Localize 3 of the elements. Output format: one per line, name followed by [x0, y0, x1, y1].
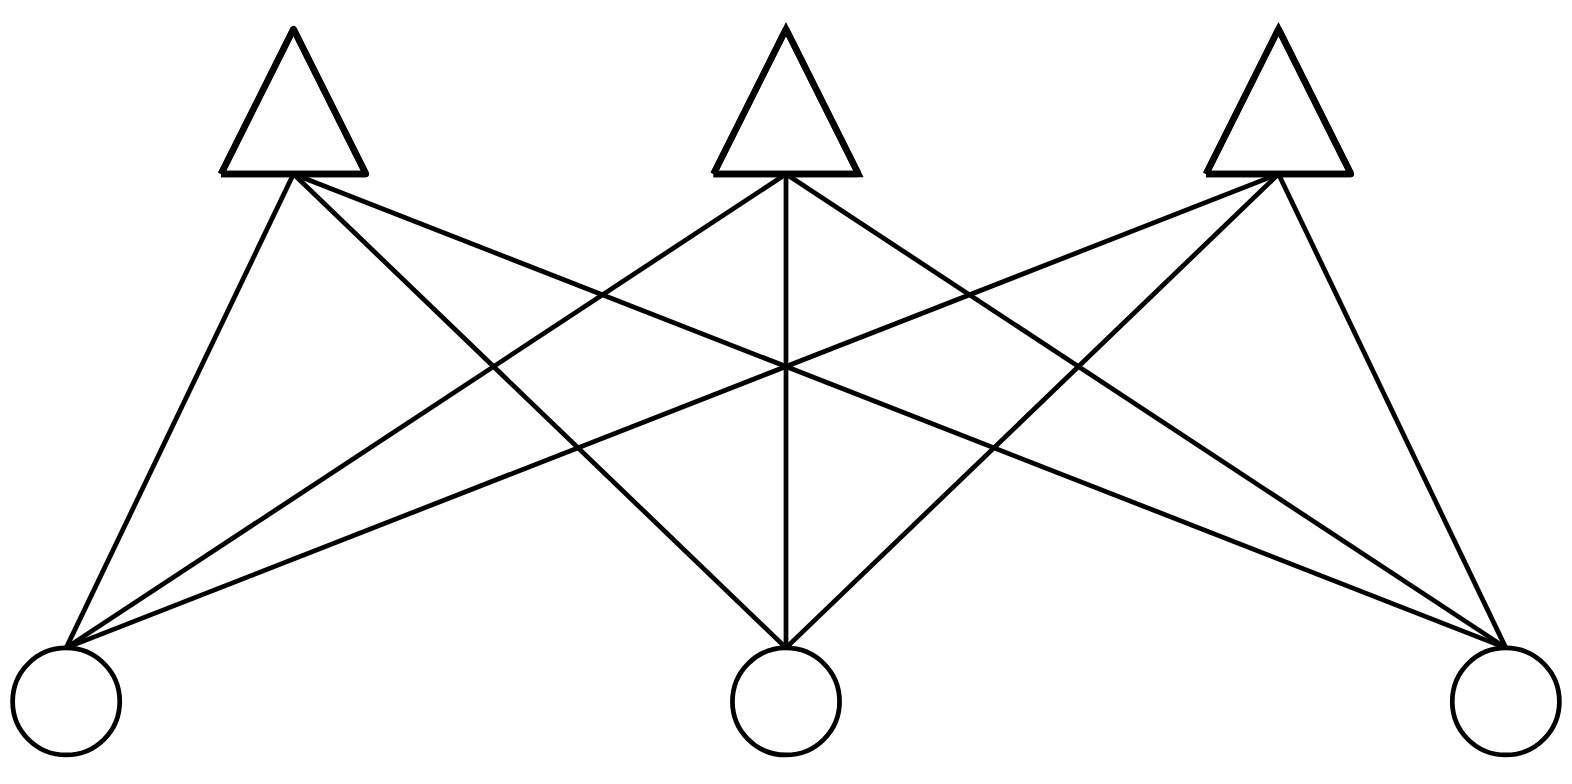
node-circle — [730, 645, 842, 758]
node-circle — [10, 645, 123, 758]
node-circle — [1449, 645, 1562, 758]
